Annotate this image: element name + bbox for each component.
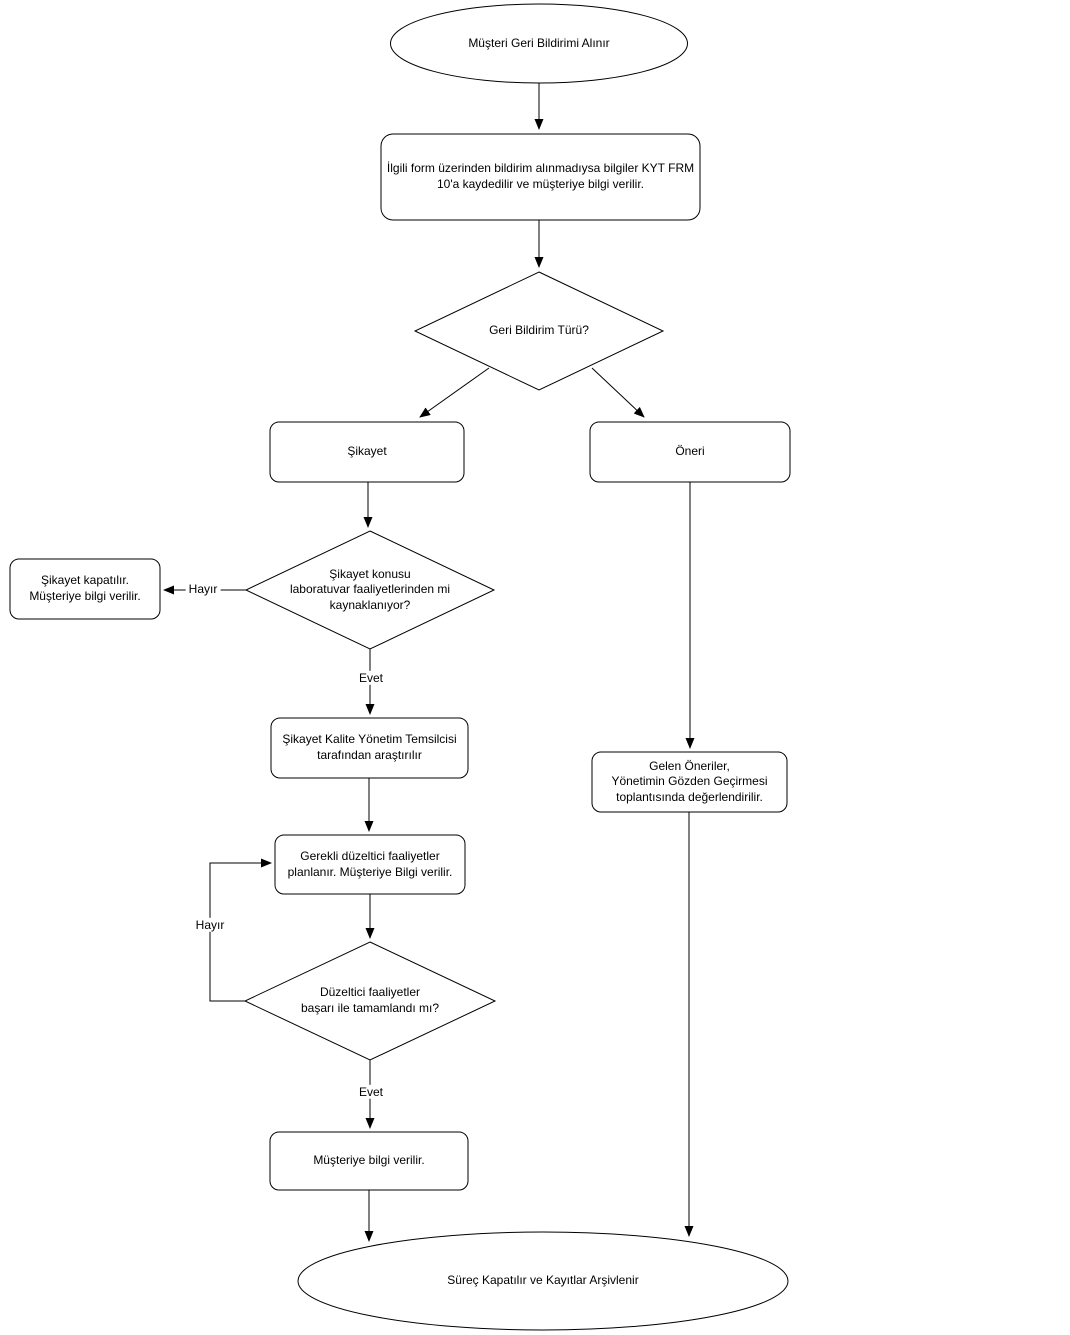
record-form-node-shape [380,133,701,221]
suggestion-node-shape [589,421,791,483]
corrective-actions-node-shape [274,834,466,895]
lab-related-decision-shape [244,530,496,650]
suggestions-review-node-shape [591,751,788,813]
edge-type-decision-to-suggestion [591,367,645,418]
edge-completed-decision-no-loop [209,858,272,1002]
start-terminator-shape [390,3,688,84]
actions-completed-decision-shape [243,941,497,1061]
complaint-node-shape [269,421,465,483]
feedback-type-decision-shape [413,271,665,391]
edge-type-decision-to-complaint [419,367,490,418]
complaint-closed-node-shape [9,558,161,620]
investigation-node-shape [270,717,469,779]
inform-customer-node-shape [269,1131,469,1191]
end-terminator-shape [297,1231,789,1331]
